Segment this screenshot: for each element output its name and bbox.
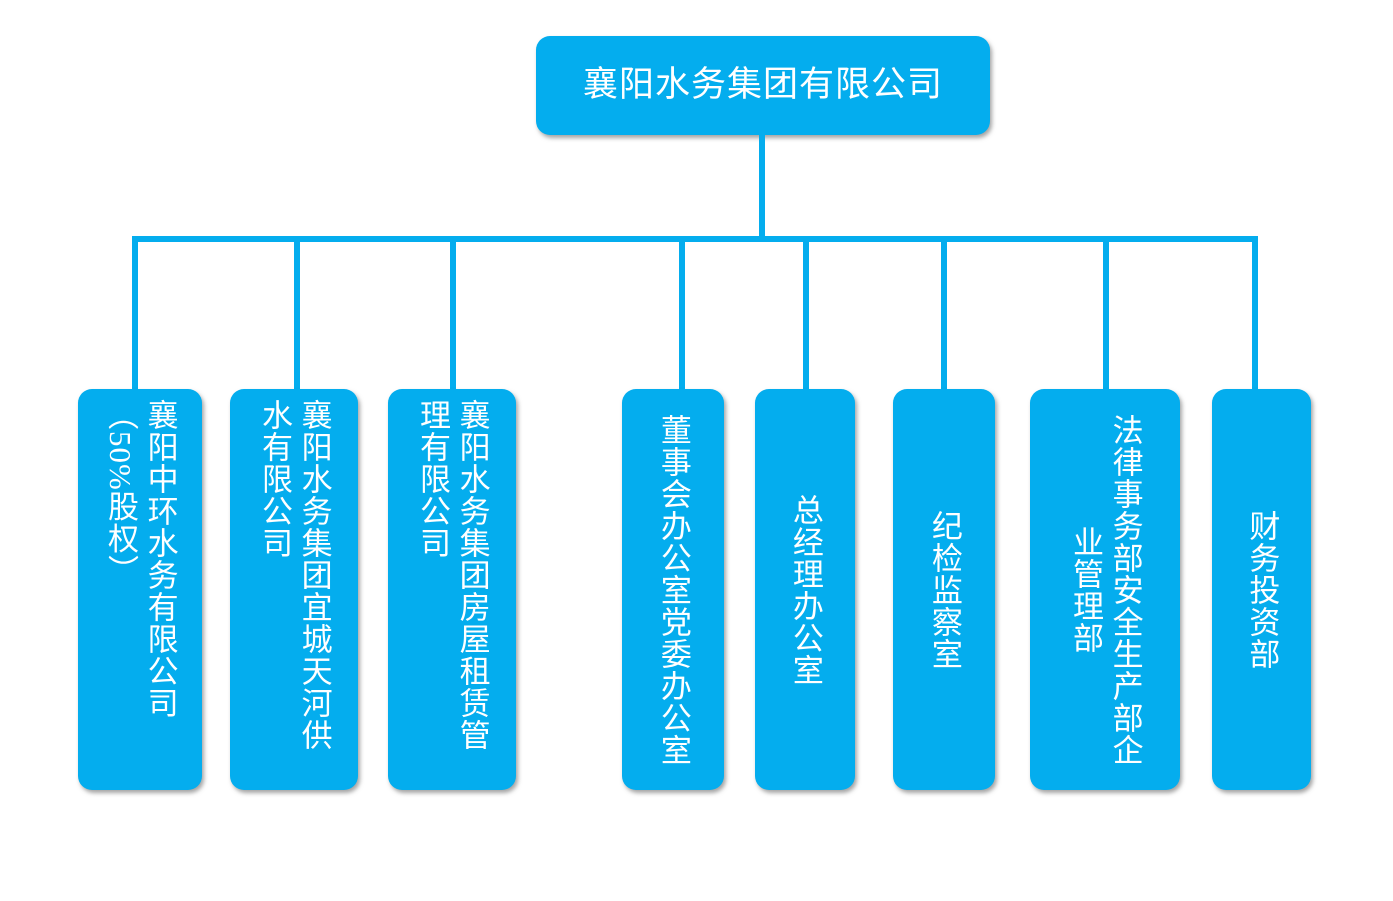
org-node-child-6[interactable]: 纪检监察室	[893, 389, 995, 790]
org-node-child-1-label: 襄阳中环水务有限公司（50%股权）	[103, 399, 178, 719]
org-node-child-7-label: 法律事务部安全生产部企业管理部	[1068, 413, 1143, 766]
org-node-child-2[interactable]: 襄阳水务集团宜城天河供水有限公司	[230, 389, 358, 790]
connector-drop-4	[679, 236, 685, 389]
org-node-child-5[interactable]: 总经理办公室	[755, 389, 855, 790]
org-node-child-7[interactable]: 法律事务部安全生产部企业管理部	[1030, 389, 1180, 790]
connector-drop-2	[294, 236, 300, 389]
connector-horizontal-bus	[132, 236, 1258, 242]
connector-drop-8	[1252, 236, 1258, 389]
org-node-child-2-label: 襄阳水务集团宜城天河供水有限公司	[257, 399, 332, 751]
org-node-child-5-label: 总经理办公室	[787, 493, 823, 686]
org-node-child-6-label: 纪检监察室	[926, 509, 962, 670]
org-node-child-3-label: 襄阳水务集团房屋租赁管理有限公司	[415, 399, 490, 751]
org-node-child-4-label: 董事会办公室党委办公室	[655, 413, 691, 766]
org-node-child-3[interactable]: 襄阳水务集团房屋租赁管理有限公司	[388, 389, 516, 790]
org-node-child-1[interactable]: 襄阳中环水务有限公司（50%股权）	[78, 389, 202, 790]
connector-drop-1	[132, 236, 138, 389]
org-node-child-8[interactable]: 财务投资部	[1212, 389, 1311, 790]
connector-drop-3	[450, 236, 456, 389]
connector-drop-7	[1103, 236, 1109, 389]
connector-root-stem	[759, 135, 765, 241]
connector-drop-6	[941, 236, 947, 389]
org-node-child-4[interactable]: 董事会办公室党委办公室	[622, 389, 724, 790]
org-node-root[interactable]: 襄阳水务集团有限公司	[536, 36, 990, 135]
org-node-root-label: 襄阳水务集团有限公司	[582, 65, 943, 105]
connector-drop-5	[803, 236, 809, 389]
org-node-child-8-label: 财务投资部	[1244, 509, 1280, 670]
